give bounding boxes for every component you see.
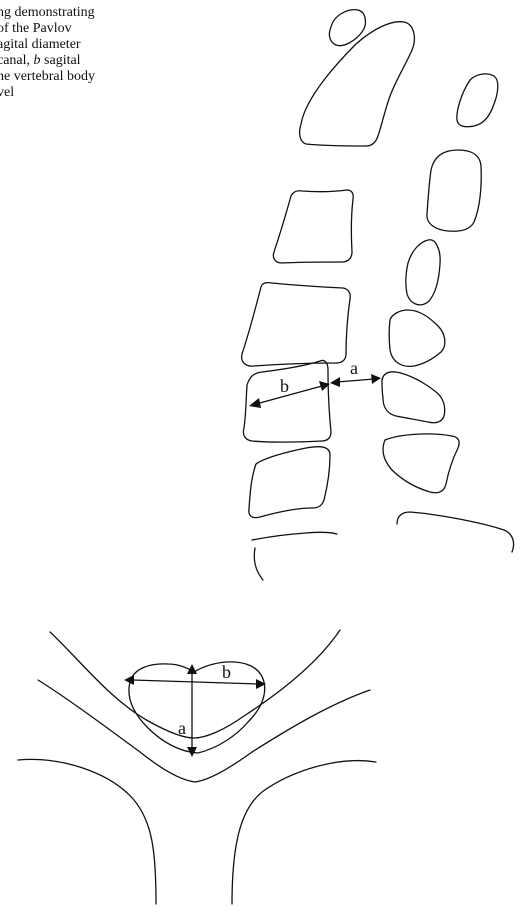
posterior-element-4 bbox=[389, 310, 445, 366]
axial-lower-left-curve bbox=[18, 759, 156, 904]
measure-a-label: a bbox=[350, 358, 358, 378]
axial-spinal-canal bbox=[129, 662, 265, 753]
vertebral-body-c7-partial bbox=[252, 532, 337, 580]
axial-outer-curve bbox=[50, 630, 340, 738]
posterior-element-2 bbox=[427, 150, 481, 231]
measure-b-arrow-left bbox=[249, 398, 261, 408]
axial-measure-b-line bbox=[132, 680, 258, 684]
axial-measure-b-label: b bbox=[222, 662, 231, 682]
posterior-element-5-spinolaminar bbox=[382, 372, 445, 423]
vertebral-body-c3 bbox=[273, 190, 353, 263]
axial-measure-a: a bbox=[178, 664, 197, 757]
axial-lower-right-curve bbox=[232, 761, 376, 904]
posterior-element-6 bbox=[383, 434, 459, 493]
measure-b-vertebral-body: b bbox=[249, 376, 330, 408]
axial-view: a b bbox=[18, 630, 376, 904]
measure-b-label: b bbox=[280, 376, 289, 396]
axial-measure-a-label: a bbox=[178, 718, 186, 738]
measure-b-line bbox=[256, 386, 322, 404]
vertebral-body-c4 bbox=[242, 283, 351, 366]
dens-c2-body bbox=[300, 22, 415, 146]
posterior-element-7-partial bbox=[397, 512, 514, 552]
measure-a-arrow-right bbox=[371, 374, 381, 384]
axial-middle-curve bbox=[38, 680, 370, 782]
lateral-spine-view: b a bbox=[242, 10, 514, 580]
measure-a-arrow-left bbox=[330, 377, 340, 387]
posterior-element-1 bbox=[457, 74, 498, 127]
posterior-element-3 bbox=[406, 240, 440, 305]
vertebral-body-c6 bbox=[249, 447, 330, 518]
measure-a-line bbox=[337, 379, 374, 382]
axial-measure-b: b bbox=[124, 662, 266, 689]
